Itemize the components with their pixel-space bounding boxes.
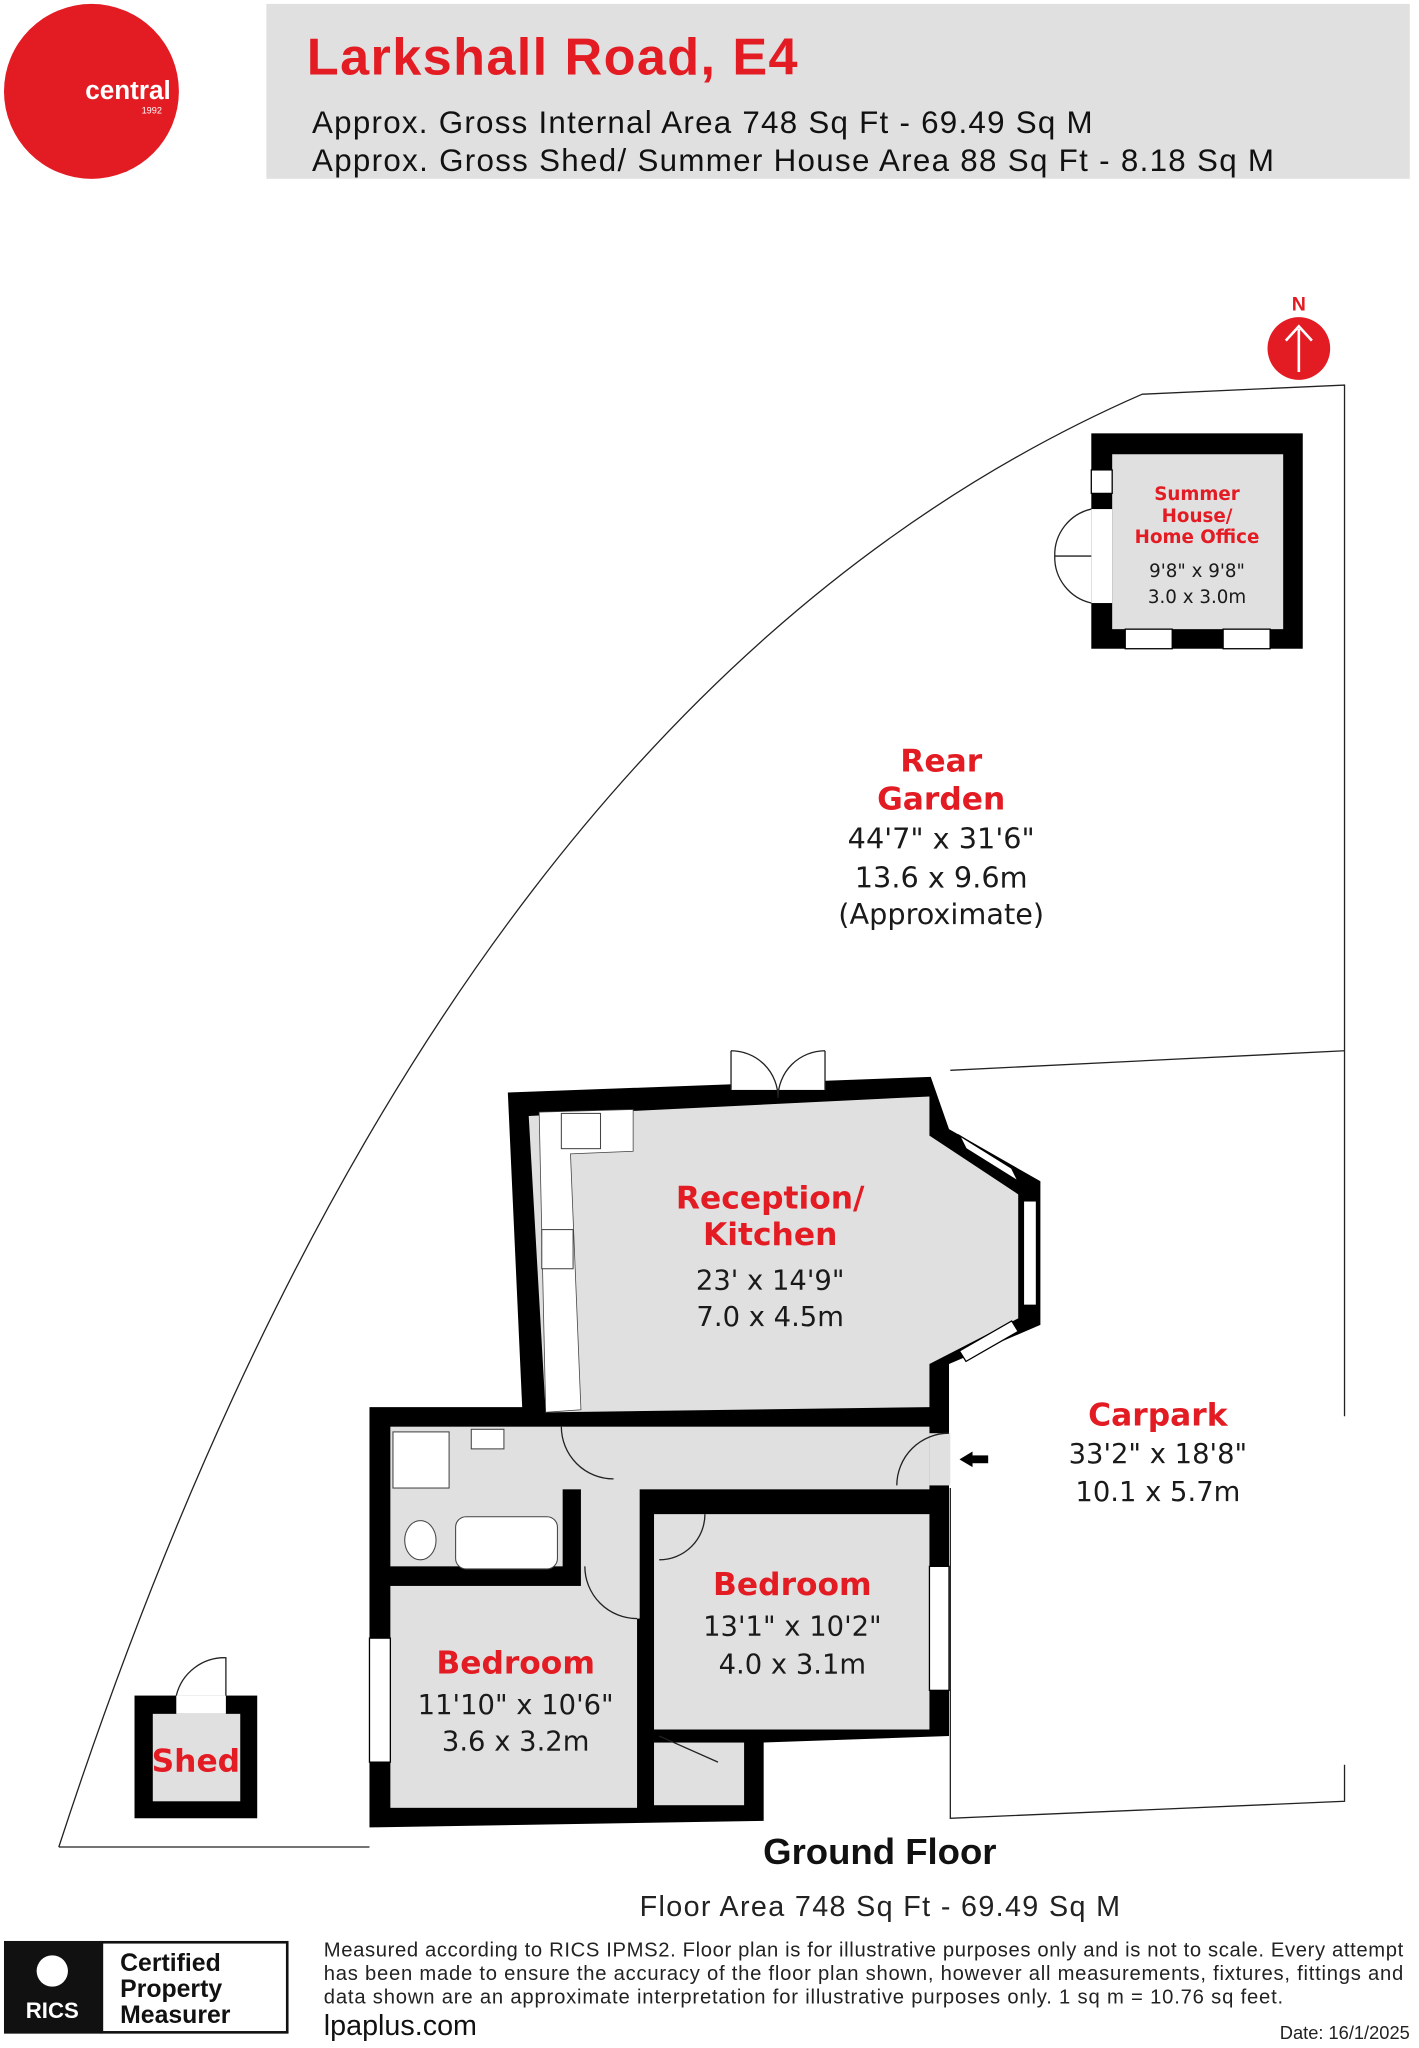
disclaimer-text: Measured according to RICS IPMS2. Floor … [324, 1940, 1404, 1962]
carpark-label: Carpark [1088, 1397, 1229, 1433]
reception-label: Reception/ [676, 1181, 865, 1217]
bedroom-1-imperial: 11'10" x 10'6" [418, 1690, 614, 1721]
badge-text: Certified [120, 1950, 221, 1977]
floor-title: Ground Floor [763, 1831, 996, 1872]
plan-date: Date: 16/1/2025 [1280, 2022, 1410, 2043]
logo-year: 1992 [142, 106, 162, 116]
summer-house-label: House/ [1162, 506, 1233, 527]
floor-area: Floor Area 748 Sq Ft - 69.49 Sq M [640, 1891, 1120, 1923]
logo-text: central [85, 75, 171, 105]
badge-text: Measurer [120, 2002, 231, 2029]
reception-imperial: 23' x 14'9" [696, 1266, 845, 1297]
rear-garden-metric: 13.6 x 9.6m [855, 861, 1028, 895]
header-banner [266, 3, 1410, 179]
bedroom-2-imperial: 13'1" x 10'2" [703, 1612, 882, 1643]
summer-house-metric: 3.0 x 3.0m [1148, 587, 1246, 608]
bedroom-1-label: Bedroom [436, 1645, 595, 1681]
summer-house: Summer House/ Home Office 9'8" x 9'8" 3.… [1054, 433, 1303, 650]
shed: Shed [134, 1657, 258, 1819]
rics-logo-text: RICS [26, 1998, 79, 2023]
rear-garden-label: Garden [877, 781, 1005, 817]
gross-internal-area: Approx. Gross Internal Area 748 Sq Ft - … [312, 105, 1093, 140]
plot-boundary [58, 384, 1346, 1848]
badge-text: Property [120, 1976, 222, 2003]
summer-house-label: Summer [1154, 484, 1240, 505]
bedroom-2-label: Bedroom [713, 1567, 872, 1603]
bedroom-1-metric: 3.6 x 3.2m [442, 1726, 590, 1757]
rear-garden-imperial: 44'7" x 31'6" [848, 821, 1035, 855]
website-link[interactable]: lpaplus.com [324, 2010, 477, 2042]
ground-floor-plan [368, 1050, 1041, 1828]
disclaimer-text: has been made to ensure the accuracy of … [324, 1963, 1403, 1985]
rear-garden-note: (Approximate) [838, 897, 1044, 931]
compass-label: N [1292, 294, 1306, 316]
bedroom-2-metric: 4.0 x 3.1m [719, 1649, 867, 1680]
carpark-metric: 10.1 x 5.7m [1075, 1477, 1240, 1508]
north-compass-icon: N [1267, 294, 1331, 380]
summer-house-label: Home Office [1135, 527, 1260, 548]
gross-shed-area: Approx. Gross Shed/ Summer House Area 88… [312, 143, 1274, 178]
brand-logo: central 1992 [3, 3, 179, 179]
disclaimer-text: data shown are an approximate interpreta… [324, 1987, 1283, 2009]
reception-metric: 7.0 x 4.5m [696, 1302, 844, 1333]
property-title: Larkshall Road, E4 [307, 28, 798, 86]
reception-label: Kitchen [703, 1217, 837, 1253]
summer-house-imperial: 9'8" x 9'8" [1149, 561, 1245, 582]
rear-garden-label: Rear [900, 743, 982, 779]
rics-lion-icon [36, 1955, 68, 1987]
carpark-imperial: 33'2" x 18'8" [1069, 1439, 1248, 1470]
rics-badge: RICS Certified Property Measurer [3, 1940, 289, 2034]
rear-garden: Rear Garden 44'7" x 31'6" 13.6 x 9.6m (A… [838, 743, 1044, 931]
shed-label: Shed [152, 1743, 241, 1779]
